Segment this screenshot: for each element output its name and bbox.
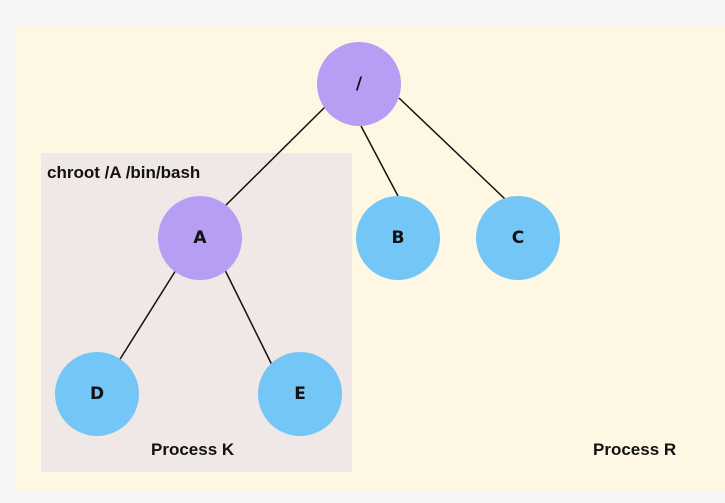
edge-root-b [360, 125, 399, 197]
chroot-command-label: chroot /A /bin/bash [47, 163, 201, 182]
edge-a-d [116, 269, 177, 365]
edge-root-a [223, 105, 327, 208]
node-a: A [158, 196, 242, 280]
node-root: / [317, 42, 401, 126]
process-r-label: Process R [593, 440, 677, 459]
node-c: C [476, 196, 560, 280]
edge-root-c [398, 97, 506, 200]
edge-a-e [222, 265, 273, 366]
node-b: B [356, 196, 440, 280]
node-e: E [258, 352, 342, 436]
process-k-label: Process K [151, 440, 235, 459]
node-d: D [55, 352, 139, 436]
